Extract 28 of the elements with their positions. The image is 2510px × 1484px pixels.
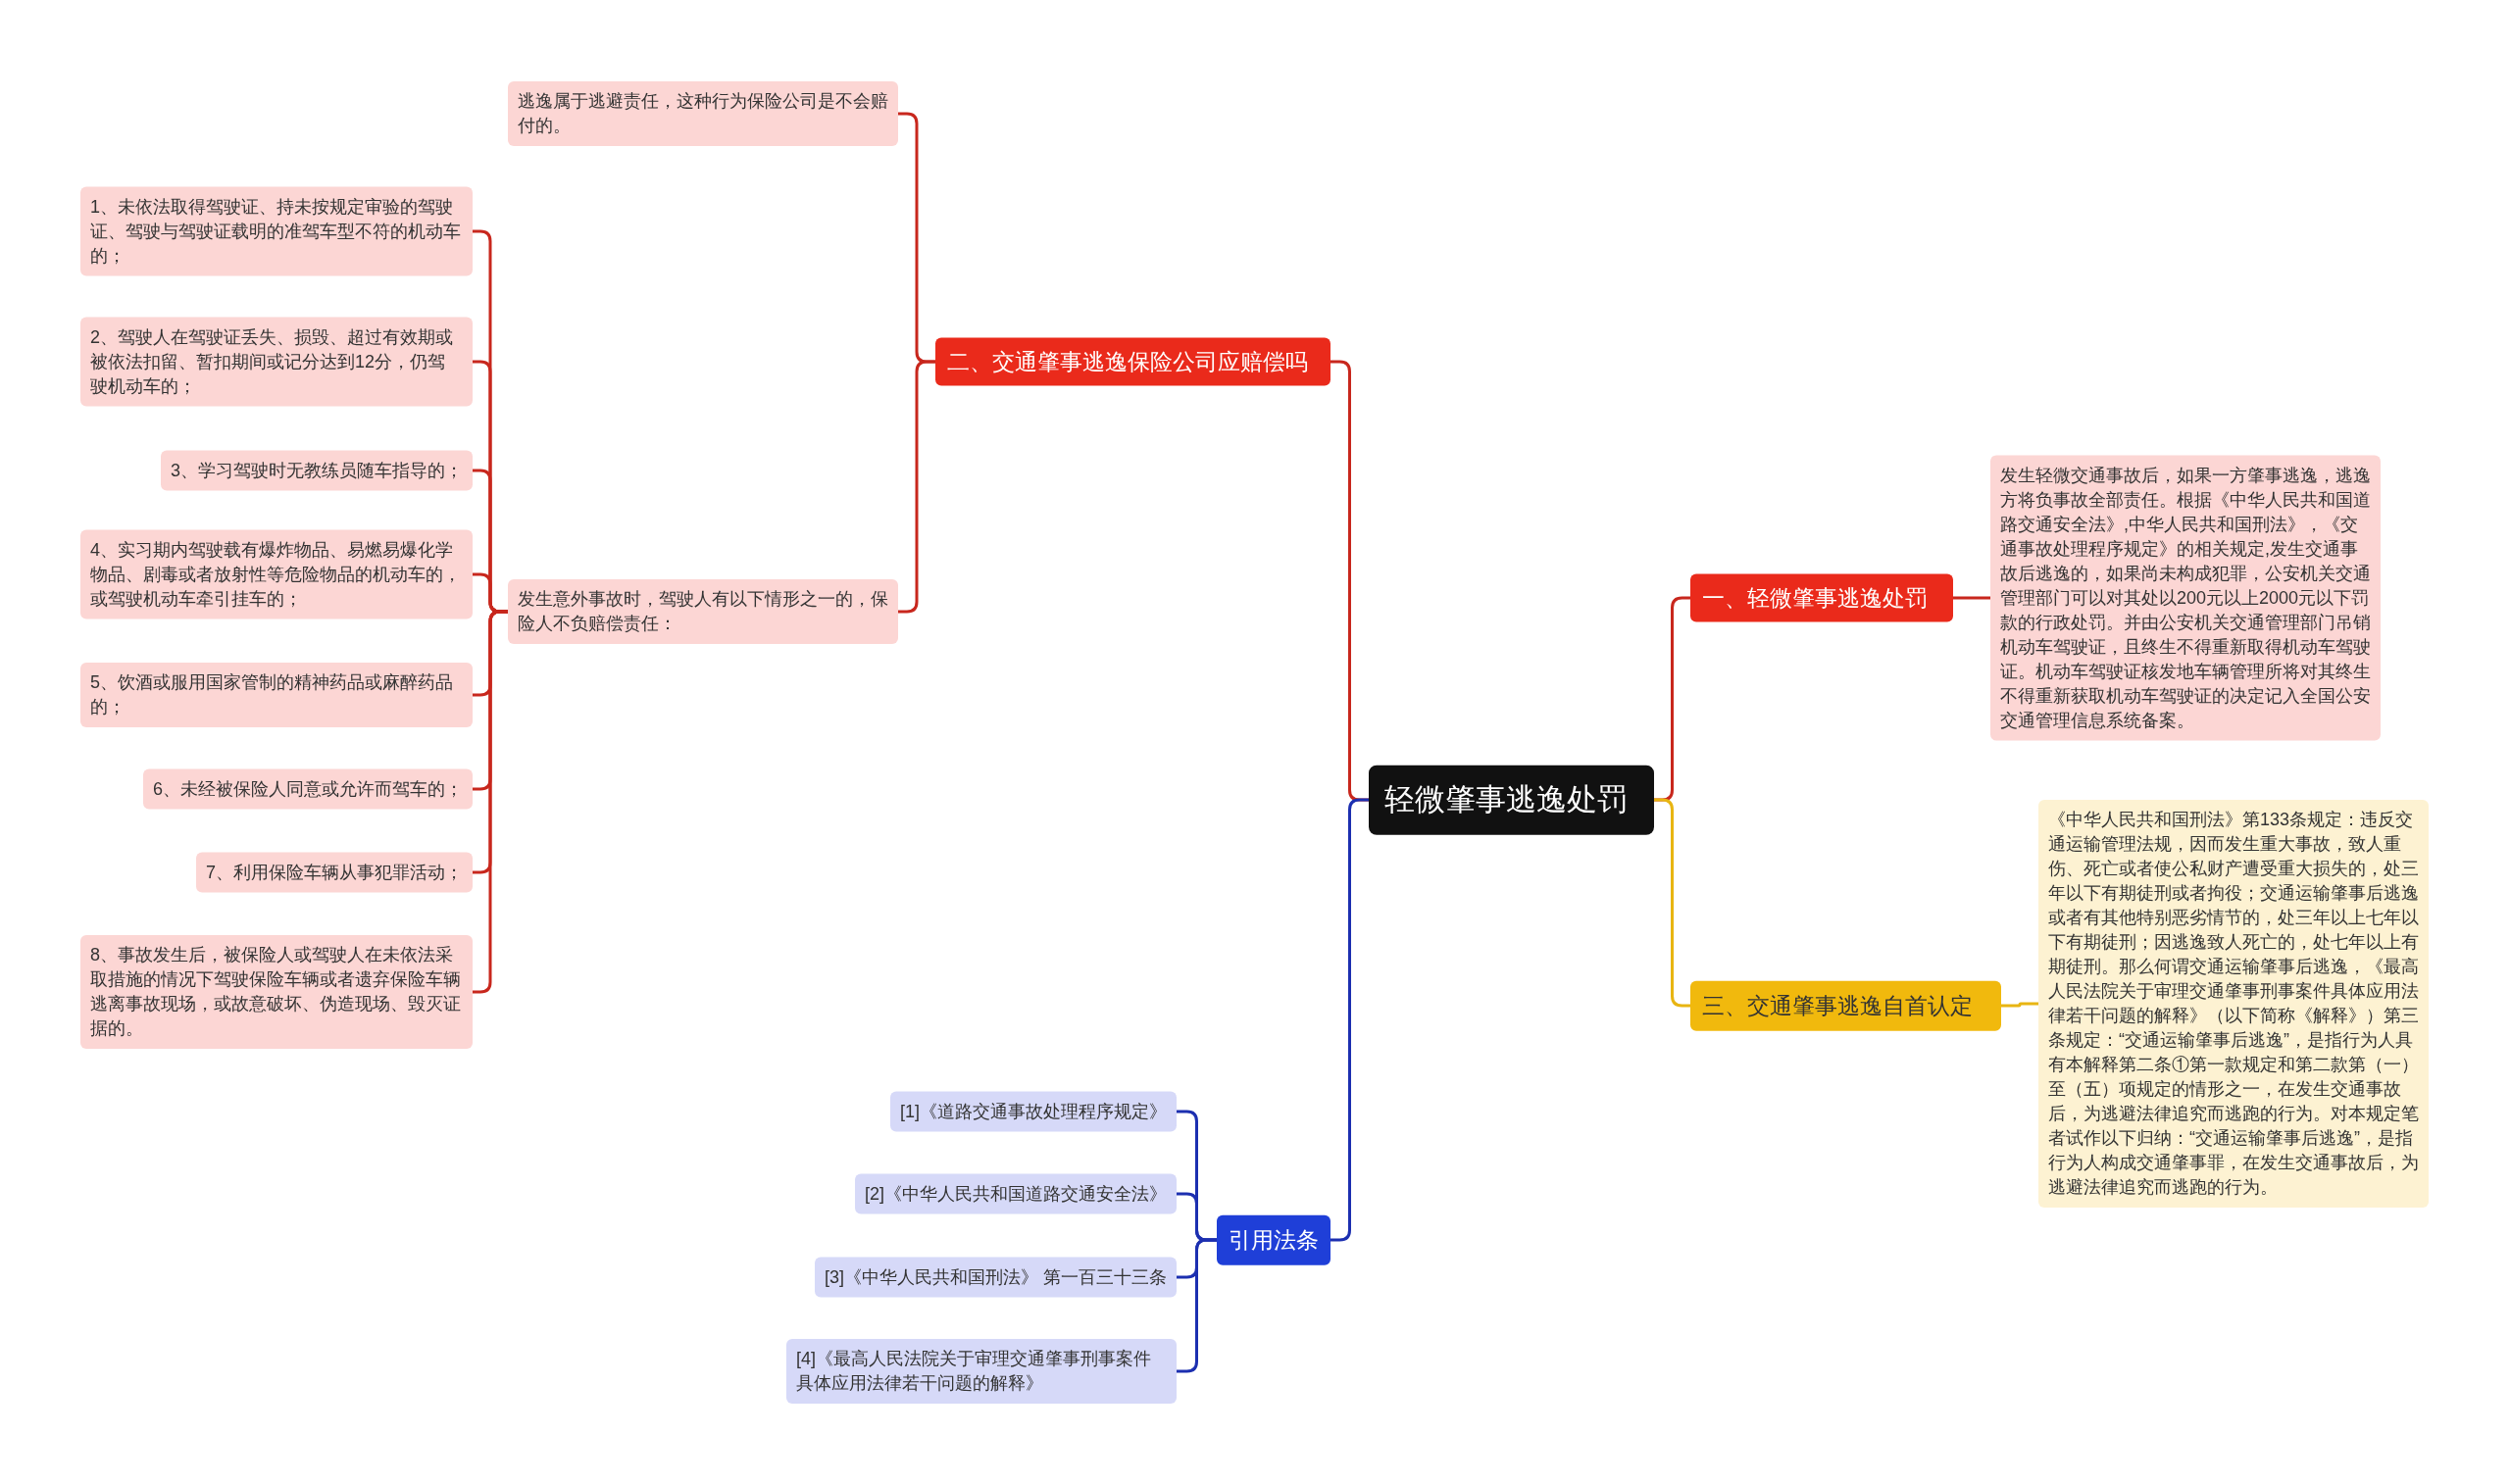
text-note: 发生意外事故时，驾驶人有以下情形之一的，保险人不负赔偿责任： (508, 579, 898, 644)
text-note: 《中华人民共和国刑法》第133条规定：违反交通运输管理法规，因而发生重大事故，致人重伤、死亡或者使公私财产遭受重大损失的，处三年以下有期徒刑或者拘役；交通运输肇事后逃逸或者有其他特别恶劣情节的，处三年以上七年以下有期徒刑；因逃逸致人死亡的，处七年以上有期徒刑。那么何谓交通运输肇事后逃逸，《最高人民法院关于审理交通肇事刑事案件具体应用法律若干问题的解释》（以下简称《解释》）第三条规定：“交通运输肇事后逃逸”，是指行为人具有本解释第二条①第一款规定和第二款第（一）至（五）项规定的情形之一，在发生交通事故后，为逃避法律追究而逃跑的行为。对本规定笔者试作以下归纳：“交通运输肇事后逃逸”，是指行为人构成交通肇事罪，在发生交通事故后，为逃避法律追究而逃跑的行为。 (2038, 800, 2429, 1208)
connector-line (1953, 596, 1990, 600)
branch-topic: 二、交通肇事逃逸保险公司应赔偿吗 (935, 337, 1330, 386)
citation-note: [4]《最高人民法院关于审理交通肇事刑事案件具体应用法律若干问题的解释》 (786, 1339, 1177, 1404)
connector-line (1177, 1238, 1217, 1373)
connector-line (473, 610, 508, 994)
connector-line (1330, 798, 1369, 1242)
citation-note: [2]《中华人民共和国道路交通安全法》 (855, 1173, 1177, 1214)
citation-note: [1]《道路交通事故处理程序规定》 (890, 1091, 1177, 1132)
branch-topic: 引用法条 (1217, 1214, 1330, 1265)
branch-topic: 三、交通肇事逃逸自首认定 (1690, 980, 2001, 1031)
text-note: 3、学习驾驶时无教练员随车指导的； (161, 450, 473, 491)
text-note: 7、利用保险车辆从事犯罪活动； (196, 852, 473, 893)
connector-line (898, 360, 935, 614)
text-note: 发生轻微交通事故后，如果一方肇事逃逸，逃逸方将负事故全部责任。根据《中华人民共和国道路交通安全法》,中华人民共和国刑法》，《交通事故处理程序规定》的相关规定,发生交通事故后逃逸的，如果尚未构成犯罪，公安机关交通管理部门可以对其处以200元以上2000元以下罚款的行政处罚。并由公安机关交通管理部门吊销机动车驾驶证，且终生不得重新取得机动车驾驶证。机动车驾驶证核发地车辆管理所将对其终生不得重新获取机动车驾驶证的决定记入全国公安交通管理信息系统备案。 (1990, 455, 2381, 741)
text-note: 4、实习期内驾驶载有爆炸物品、易燃易爆化学物品、剧毒或者放射性等危险物品的机动车的，或驾驶机动车牵引挂车的； (80, 529, 473, 619)
text-note: 2、驾驶人在驾驶证丢失、损毁、超过有效期或被依法扣留、暂扣期间或记分达到12分，仍驾驶机动车的； (80, 317, 473, 407)
text-note: 5、饮酒或服用国家管制的精神药品或麻醉药品的； (80, 663, 473, 727)
branch-topic: 一、轻微肇事逃逸处罚 (1690, 573, 1953, 622)
citation-note: [3]《中华人民共和国刑法》 第一百三十三条 (815, 1257, 1177, 1298)
text-note: 逃逸属于逃避责任，这种行为保险公司是不会赔付的。 (508, 81, 898, 146)
text-note: 6、未经被保险人同意或允许而驾车的； (143, 768, 473, 810)
text-note: 1、未依法取得驾驶证、持未按规定审验的驾驶证、驾驶与驾驶证载明的准驾车型不符的机动车的； (80, 186, 473, 276)
central-topic: 轻微肇事逃逸处罚 (1369, 765, 1654, 835)
text-note: 8、事故发生后，被保险人或驾驶人在未依法采取措施的情况下驾驶保险车辆或者遗弃保险车辆逃离事故现场，或故意破坏、伪造现场、毁灭证据的。 (80, 935, 473, 1049)
connector-line (1654, 798, 1690, 1008)
connector-line (2001, 1002, 2038, 1008)
